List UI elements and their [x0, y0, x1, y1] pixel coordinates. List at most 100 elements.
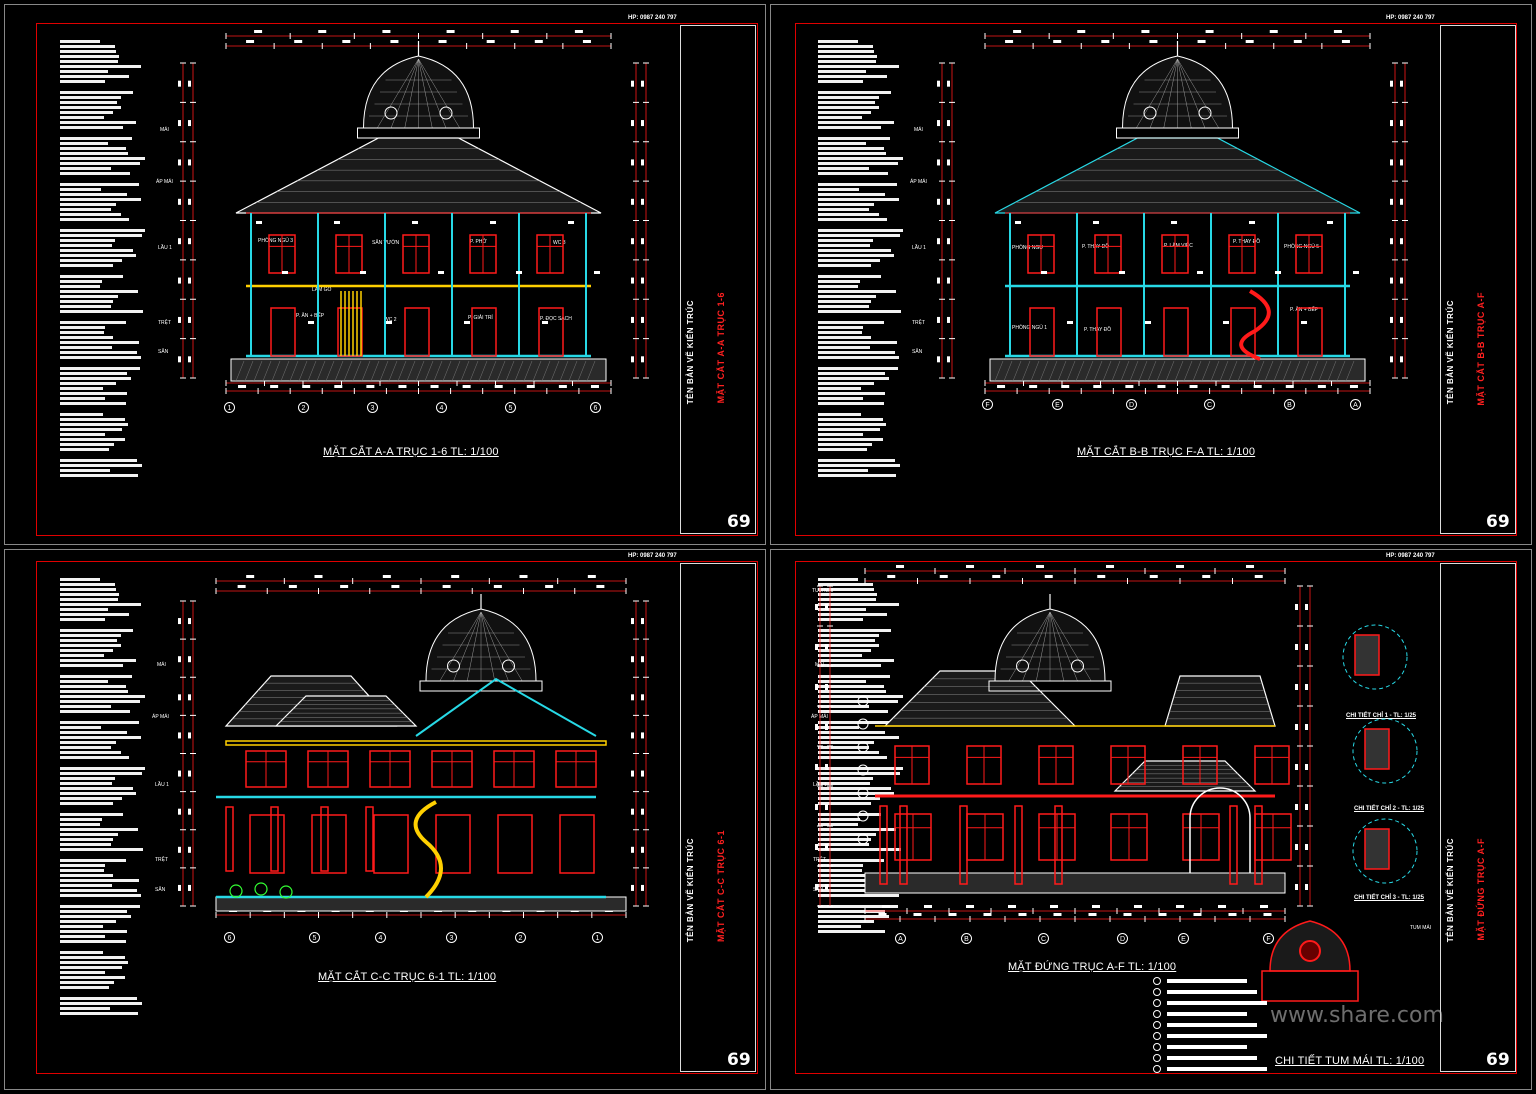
legend-bubble [1153, 1032, 1161, 1040]
hatch [1138, 360, 1148, 382]
roof [235, 137, 602, 214]
note-line [818, 930, 886, 933]
note-line [818, 60, 877, 63]
dimension-text [947, 277, 950, 284]
tag-bubble [857, 695, 869, 707]
beam [225, 740, 607, 746]
note-line [60, 680, 108, 683]
dimension-text [294, 40, 303, 43]
note-line [60, 843, 112, 846]
note-line [818, 55, 877, 58]
room-label: P. ĂN + BẾP [1290, 307, 1319, 313]
dimension-text [545, 585, 554, 588]
note-line [818, 239, 873, 242]
legend-line [1167, 979, 1247, 983]
dimension-text [178, 656, 181, 663]
dimension-text [366, 385, 375, 388]
note-line [60, 188, 102, 191]
note-line [818, 321, 885, 324]
dome-rib [1136, 58, 1178, 129]
axis-bubble: E [1178, 933, 1189, 944]
detail-profile [1364, 728, 1390, 770]
axis-bubble: 3 [367, 402, 378, 413]
dimension-text [825, 604, 828, 610]
dimension-text [825, 724, 828, 730]
axis-bubble: 1 [224, 402, 235, 413]
dimension-text [1176, 905, 1184, 908]
note-line [818, 249, 892, 252]
dimension-text [1400, 159, 1403, 166]
note-line [60, 218, 129, 221]
dimension-text [1400, 356, 1403, 363]
note-line [60, 961, 128, 964]
hatch [1147, 360, 1157, 382]
note-line [60, 869, 105, 872]
note-line [818, 116, 863, 119]
dimension-text [1041, 271, 1047, 274]
dimension-text [815, 684, 818, 690]
note-line [60, 644, 121, 647]
column [1254, 805, 1263, 885]
dimension-text [334, 221, 340, 224]
note-line [818, 746, 870, 749]
dimension-text [947, 316, 950, 323]
level-roof-2: MÁI [914, 127, 923, 133]
dimension-text [825, 644, 828, 650]
dimension-text [631, 656, 634, 663]
note-line [60, 736, 142, 739]
legend-line [1167, 1023, 1257, 1027]
note-line [818, 331, 863, 334]
note-line [60, 910, 128, 913]
note-line [818, 593, 877, 596]
dimension-text [1008, 905, 1016, 908]
tag-bubble [857, 741, 869, 753]
note-line [818, 126, 882, 129]
note-line [60, 588, 116, 591]
axis-bubble: 2 [515, 932, 526, 943]
level-ground-3: TRỆT [155, 857, 169, 863]
note-line [60, 705, 112, 708]
caption-section-bb: MẶT CẮT B-B TRỤC F-A TL: 1/100 [1077, 446, 1256, 458]
dimension-text [1305, 764, 1308, 770]
note-line [60, 971, 106, 974]
note-line [60, 213, 122, 216]
hatch [505, 360, 515, 382]
title-block-1 [680, 25, 756, 534]
note-line [60, 264, 114, 267]
column [270, 806, 279, 872]
note-line [818, 152, 886, 155]
note-line [60, 91, 133, 94]
note-line [818, 823, 859, 826]
dome-window [447, 659, 460, 673]
axis-bubble: B [961, 933, 972, 944]
dimension-text [188, 770, 191, 777]
dimension-text [1018, 913, 1027, 916]
note-line [60, 75, 129, 78]
note-line [818, 869, 863, 872]
note-line [818, 402, 885, 405]
note-line [60, 65, 141, 68]
dimension-text [390, 40, 399, 43]
note-line [60, 618, 106, 621]
note-line [60, 101, 117, 104]
dimension-text [464, 321, 470, 324]
dimension-text [308, 321, 314, 324]
note-line [60, 823, 101, 826]
note-line [818, 848, 901, 851]
dimension-text [462, 385, 471, 388]
note-line [60, 198, 142, 201]
note-line [60, 433, 106, 436]
spiral-stair [413, 800, 443, 899]
note-line [818, 75, 887, 78]
note-line [60, 634, 121, 637]
hatch [343, 360, 353, 382]
note-line [60, 70, 109, 73]
dimension-text [992, 575, 1001, 578]
dimension-text [631, 159, 634, 166]
note-line [818, 618, 864, 621]
hatch [550, 360, 560, 382]
axis-bubble: D [1126, 399, 1137, 410]
phone-label-3: HP: 0987 240 797 [628, 553, 677, 559]
note-line [818, 70, 867, 73]
hatch [1300, 360, 1310, 382]
